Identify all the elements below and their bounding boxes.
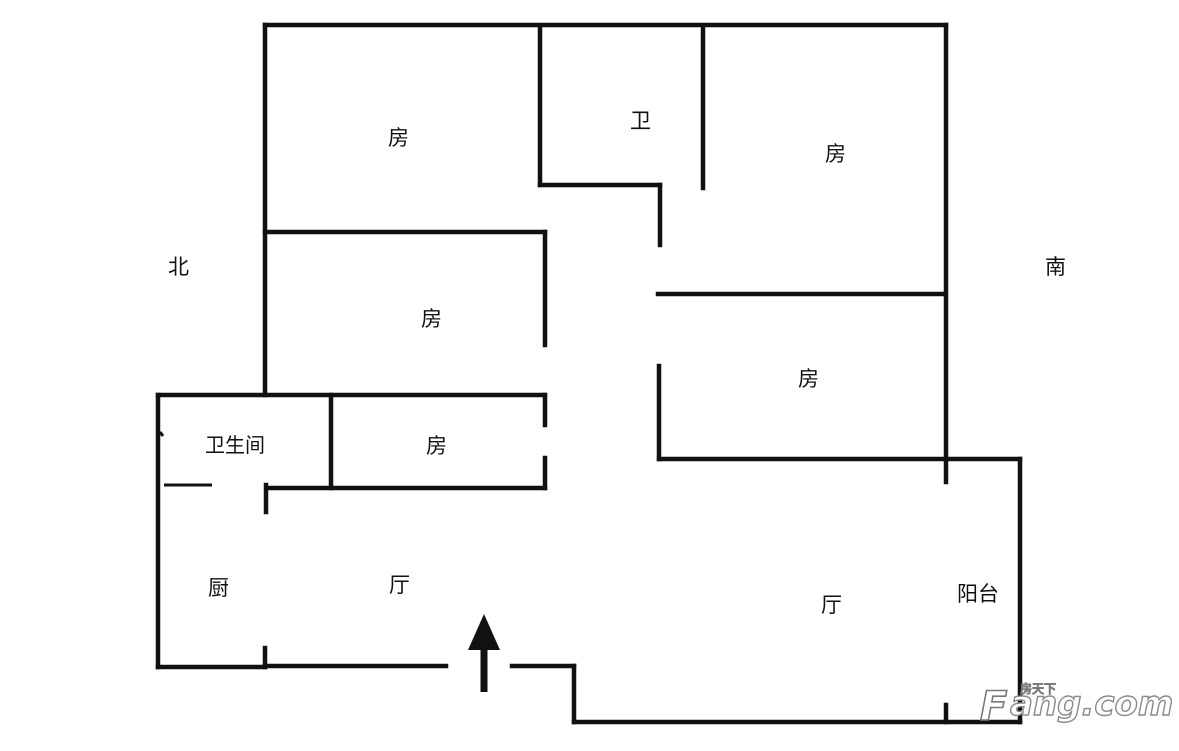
bathroom-top-label: 卫: [630, 109, 651, 133]
hall-left-label: 厅: [389, 573, 410, 597]
watermark-logo: F 房天下 ang.com: [979, 682, 1174, 734]
north-label: 北: [168, 255, 189, 279]
watermark-initial: F: [979, 683, 1008, 731]
hall-right-label: 厅: [821, 593, 842, 617]
south-label: 南: [1045, 255, 1066, 279]
balcony-label: 阳台: [957, 582, 999, 606]
room-top-right-label: 房: [825, 142, 846, 166]
room-small-label: 房: [426, 434, 447, 458]
room-mid-right-label: 房: [798, 367, 819, 391]
room-top-left-label: 房: [388, 126, 409, 150]
room-mid-left-label: 房: [421, 307, 442, 331]
kitchen-label: 厨: [208, 576, 229, 600]
watermark-brand: ang.com: [1009, 683, 1174, 724]
toilet-label: 卫生间: [205, 433, 265, 457]
watermark-cn: 房天下: [1020, 682, 1057, 697]
arrow-up-icon: [468, 614, 500, 692]
wall-tick: [158, 431, 165, 437]
